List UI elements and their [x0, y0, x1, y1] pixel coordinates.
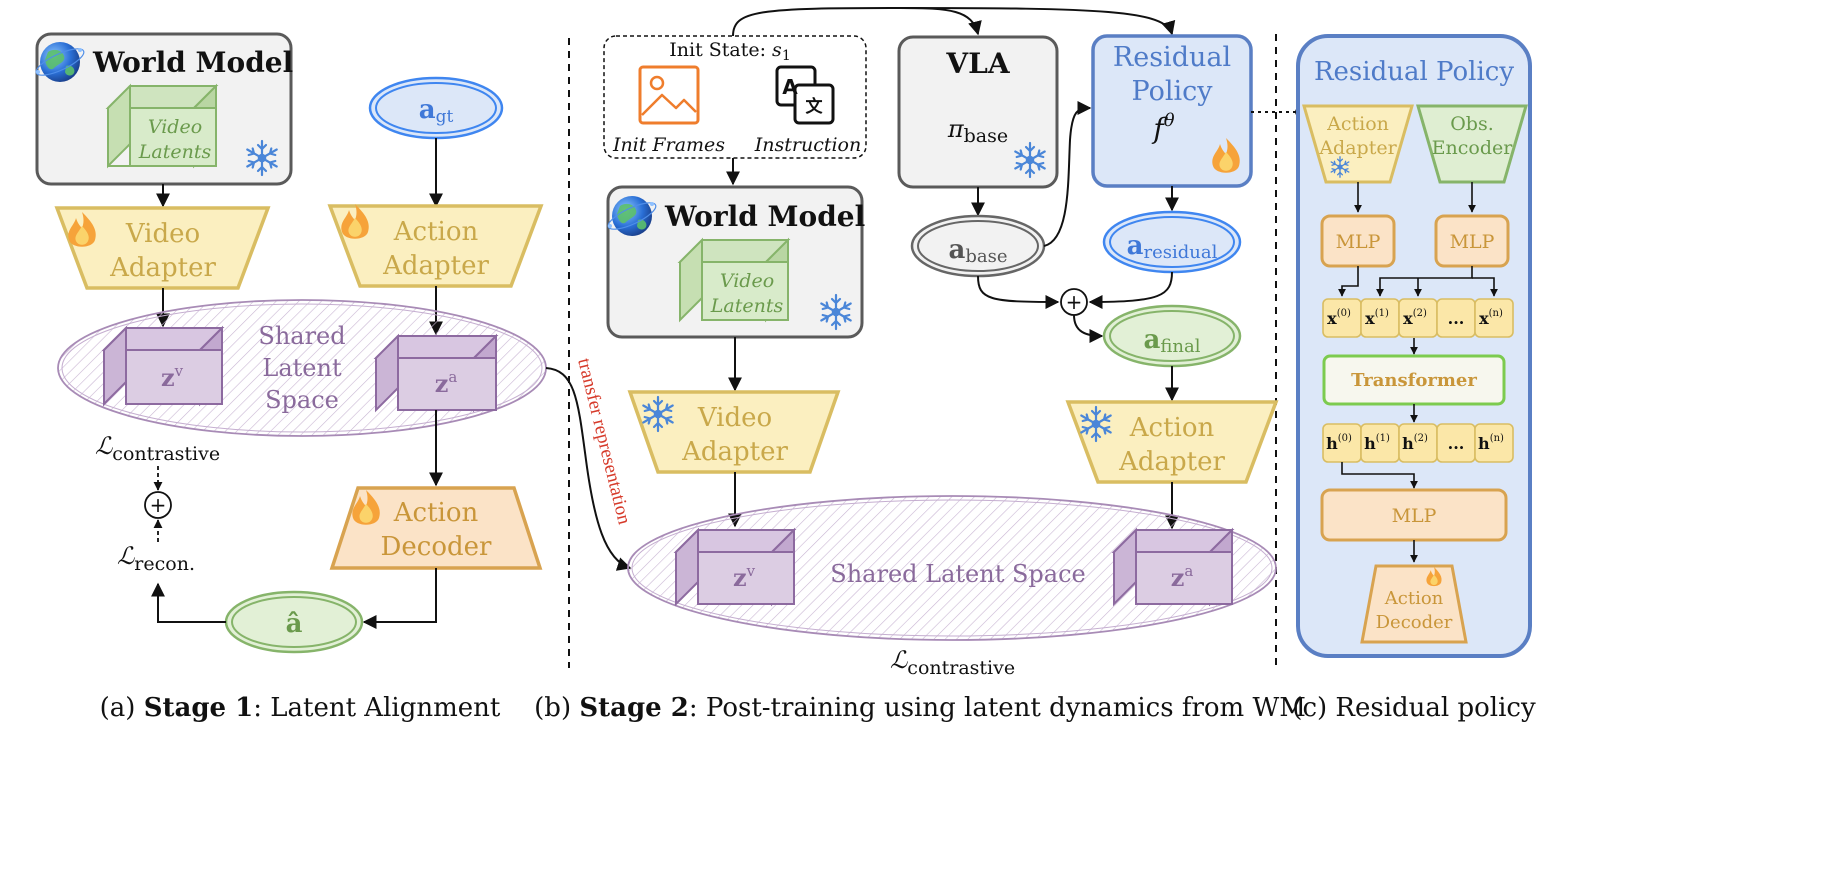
panel-b: transfer representation Init State: s1 I… [534, 6, 1306, 723]
action-adapter-label-2-a: Adapter [382, 251, 489, 281]
h-token-row: h(0) h(1) h(2)... h(n) [1322, 423, 1514, 463]
world-model-title-a: World Model [92, 46, 293, 79]
action-decoder-label-2-a: Decoder [381, 532, 492, 562]
transfer-label: transfer representation [573, 356, 635, 527]
plus-node-a [144, 491, 172, 519]
action-decoder-label-1-c: Action [1384, 588, 1444, 609]
x-token-label: x(0) [1327, 308, 1351, 328]
a-hat-label: â [286, 609, 303, 639]
action-adapter-a [327, 204, 544, 288]
action-decoder-a [329, 486, 543, 570]
transfer-arrow [545, 367, 632, 571]
world-model-title-b: World Model [664, 200, 865, 233]
video-adapter-label-2-b: Adapter [681, 437, 788, 467]
x-token-box [1474, 298, 1514, 338]
caption-a: (a) Stage 1: Latent Alignment [100, 693, 501, 723]
action-adapter-label-2-c: Adapter [1318, 137, 1397, 159]
a-residual-label: aresidual [1127, 231, 1218, 263]
instruction-label: Instruction [754, 134, 861, 156]
video-adapter-label-2-a: Adapter [109, 253, 216, 283]
action-decoder-label-2-c: Decoder [1376, 612, 1453, 633]
obs-encoder-label-2-c: Encoder [1432, 137, 1514, 159]
shared-label-b: Shared Latent Space [830, 560, 1085, 588]
x-token-label: x(1) [1365, 308, 1389, 328]
residual-policy-label-1-b: Residual [1113, 42, 1231, 73]
shared-label-2-a: Latent [262, 354, 342, 382]
video-latents-label-1-b: Video [720, 270, 774, 292]
loss-recon-a: ℒrecon. [117, 542, 195, 575]
init-frames-label: Init Frames [612, 134, 725, 156]
x-token-label: x(2) [1403, 308, 1427, 328]
video-latents-label-2-b: Latents [710, 295, 784, 317]
svg-text:文: 文 [806, 96, 824, 117]
shared-label-3-a: Space [265, 386, 339, 414]
action-decoder-label-1-a: Action [393, 498, 479, 528]
action-adapter-b [1065, 400, 1279, 484]
panel-c: Residual Policy Action Adapter Obs. Enco… [1292, 34, 1536, 723]
video-latents-label-2-a: Latents [138, 141, 212, 163]
z-v-cube-a [101, 325, 225, 407]
residual-policy-label-2-b: Policy [1132, 76, 1214, 107]
svg-text:A: A [782, 75, 798, 99]
plus-sign-b: + [1066, 290, 1083, 314]
action-adapter-label-1-b: Action [1129, 413, 1215, 443]
h-token-label: h(n) [1478, 433, 1504, 453]
shared-label-1-a: Shared [258, 322, 345, 350]
video-latents-label-1-a: Video [148, 116, 202, 138]
h-token-label: h(1) [1364, 433, 1390, 453]
h-token-label: h(0) [1326, 433, 1352, 453]
action-adapter-label-2-b: Adapter [1118, 447, 1225, 477]
panel-a: World Model Video Latents agt Video Adap… [32, 32, 547, 723]
z-a-cube-a [373, 333, 499, 413]
video-adapter-a [54, 206, 271, 290]
caption-c: (c) Residual policy [1292, 693, 1536, 723]
mlp-left-label: MLP [1336, 231, 1381, 253]
z-v-label-a: zv [161, 362, 184, 392]
translate-icon: A 文 [775, 65, 835, 125]
x-token-row: x(0) x(1) x(2)... x(n) [1322, 298, 1514, 338]
action-adapter-c [1302, 104, 1414, 184]
transformer-label: Transformer [1351, 370, 1477, 391]
a-final-label: afinal [1144, 325, 1201, 357]
h-token-box [1474, 423, 1514, 463]
obs-encoder-label-1-c: Obs. [1450, 113, 1494, 135]
z-a-cube-b [1111, 527, 1235, 607]
action-adapter-label-1-c: Action [1326, 113, 1389, 135]
a-gt-label: agt [419, 95, 454, 127]
image-icon [638, 65, 700, 125]
obs-encoder-c [1416, 104, 1528, 184]
h-token-label: ... [1448, 434, 1465, 453]
pi-base-label: πbase [947, 115, 1008, 147]
x-token-label: ... [1448, 309, 1465, 328]
mlp-bottom-label: MLP [1392, 505, 1437, 527]
x-token-label: x(n) [1479, 308, 1503, 328]
z-v-label-b: zv [733, 562, 756, 592]
loss-contrastive-a: ℒcontrastive [95, 432, 220, 465]
panel-c-title: Residual Policy [1314, 57, 1514, 87]
z-a-label-a: za [435, 368, 458, 398]
video-latents-cube-b [677, 237, 791, 323]
a-base-label: abase [948, 235, 1007, 267]
h-token-label: h(2) [1402, 433, 1428, 453]
video-adapter-b [627, 390, 841, 474]
loss-contrastive-b: ℒcontrastive [890, 646, 1015, 679]
vla-title: VLA [945, 47, 1010, 80]
z-a-label-b: za [1171, 562, 1194, 592]
a-gt-ellipse-inner [375, 82, 497, 134]
video-latents-cube-a [105, 83, 219, 169]
action-adapter-label-1-a: Action [393, 217, 479, 247]
plus-sign-a: + [150, 493, 167, 517]
mlp-right-label: MLP [1450, 231, 1495, 253]
z-v-cube-b [673, 527, 797, 607]
video-adapter-label-1-a: Video [125, 219, 200, 249]
init-state-label: Init State: s1 [669, 39, 790, 64]
action-decoder-c [1360, 564, 1468, 644]
caption-b: (b) Stage 2: Post-training using latent … [534, 693, 1306, 723]
video-adapter-label-1-b: Video [697, 403, 772, 433]
